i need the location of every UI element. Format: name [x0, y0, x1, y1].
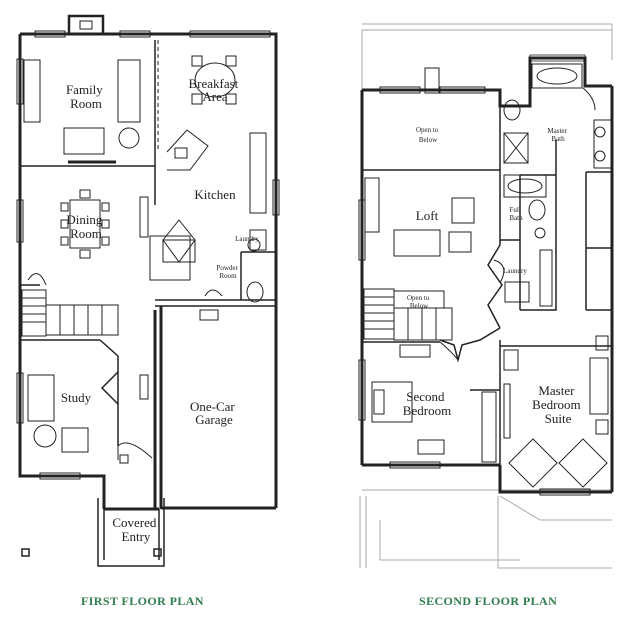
second-floor-interior-walls	[362, 106, 612, 465]
covered-entry-outline	[21, 498, 165, 567]
open-to-below-top	[424, 67, 440, 94]
second-floor-stair	[363, 288, 453, 341]
second-floor-caption: SECOND FLOOR PLAN	[419, 594, 558, 608]
dining-room-label: Dining Room	[66, 212, 105, 241]
family-room-furniture	[23, 59, 141, 164]
garage-label: One-Car Garage	[190, 399, 238, 427]
chimney	[67, 14, 105, 36]
study-furniture	[27, 374, 149, 453]
front-door	[117, 442, 153, 464]
first-floor-exterior-walls	[18, 32, 278, 511]
covered-entry-label: Covered Entry	[112, 515, 159, 544]
full-bath-label: Full Bath	[509, 206, 523, 222]
first-floor-labels: Family Room Breakfast Area Kitchen Dinin…	[61, 76, 260, 544]
second-floor-labels: Open to Below Master Bath Loft Full Bath…	[403, 126, 584, 426]
kitchen-label: Kitchen	[194, 187, 236, 202]
master-bath-label: Master Bath	[547, 127, 568, 143]
family-room-label: Family Room	[66, 82, 106, 111]
powder-room-label: Powder Room	[216, 264, 239, 280]
powder-room-fixtures	[199, 238, 264, 321]
first-floor-stair	[21, 273, 119, 337]
laundry-label-first: Laundry	[235, 235, 259, 243]
laundry-label-second: Laundry	[503, 267, 527, 275]
laundry-fixtures	[493, 249, 553, 307]
open-to-below-top-label: Open to Below	[416, 126, 440, 144]
second-floor-plan	[358, 23, 614, 569]
breakfast-area-label: Breakfast Area	[188, 76, 241, 104]
first-floor-caption: FIRST FLOOR PLAN	[81, 594, 204, 608]
full-bath-fixtures	[503, 174, 547, 239]
master-suite-label: Master Bedroom Suite	[532, 383, 584, 426]
master-suite-furniture	[503, 335, 609, 488]
roof-outline	[359, 23, 613, 569]
second-floor-exterior-walls	[360, 56, 614, 494]
open-to-below-stair-label: Open to Below	[407, 294, 431, 310]
dining-table	[60, 189, 149, 259]
study-label: Study	[61, 390, 92, 405]
loft-furniture	[364, 177, 475, 257]
first-floor-windows	[16, 30, 280, 480]
kitchen-island	[149, 219, 196, 281]
breakfast-table	[157, 40, 237, 150]
second-bedroom-label: Second Bedroom	[403, 389, 451, 418]
loft-label: Loft	[416, 208, 439, 223]
second-bedroom-furniture	[371, 341, 497, 463]
first-floor-plan	[16, 14, 280, 567]
master-bath-fixtures	[503, 63, 613, 169]
